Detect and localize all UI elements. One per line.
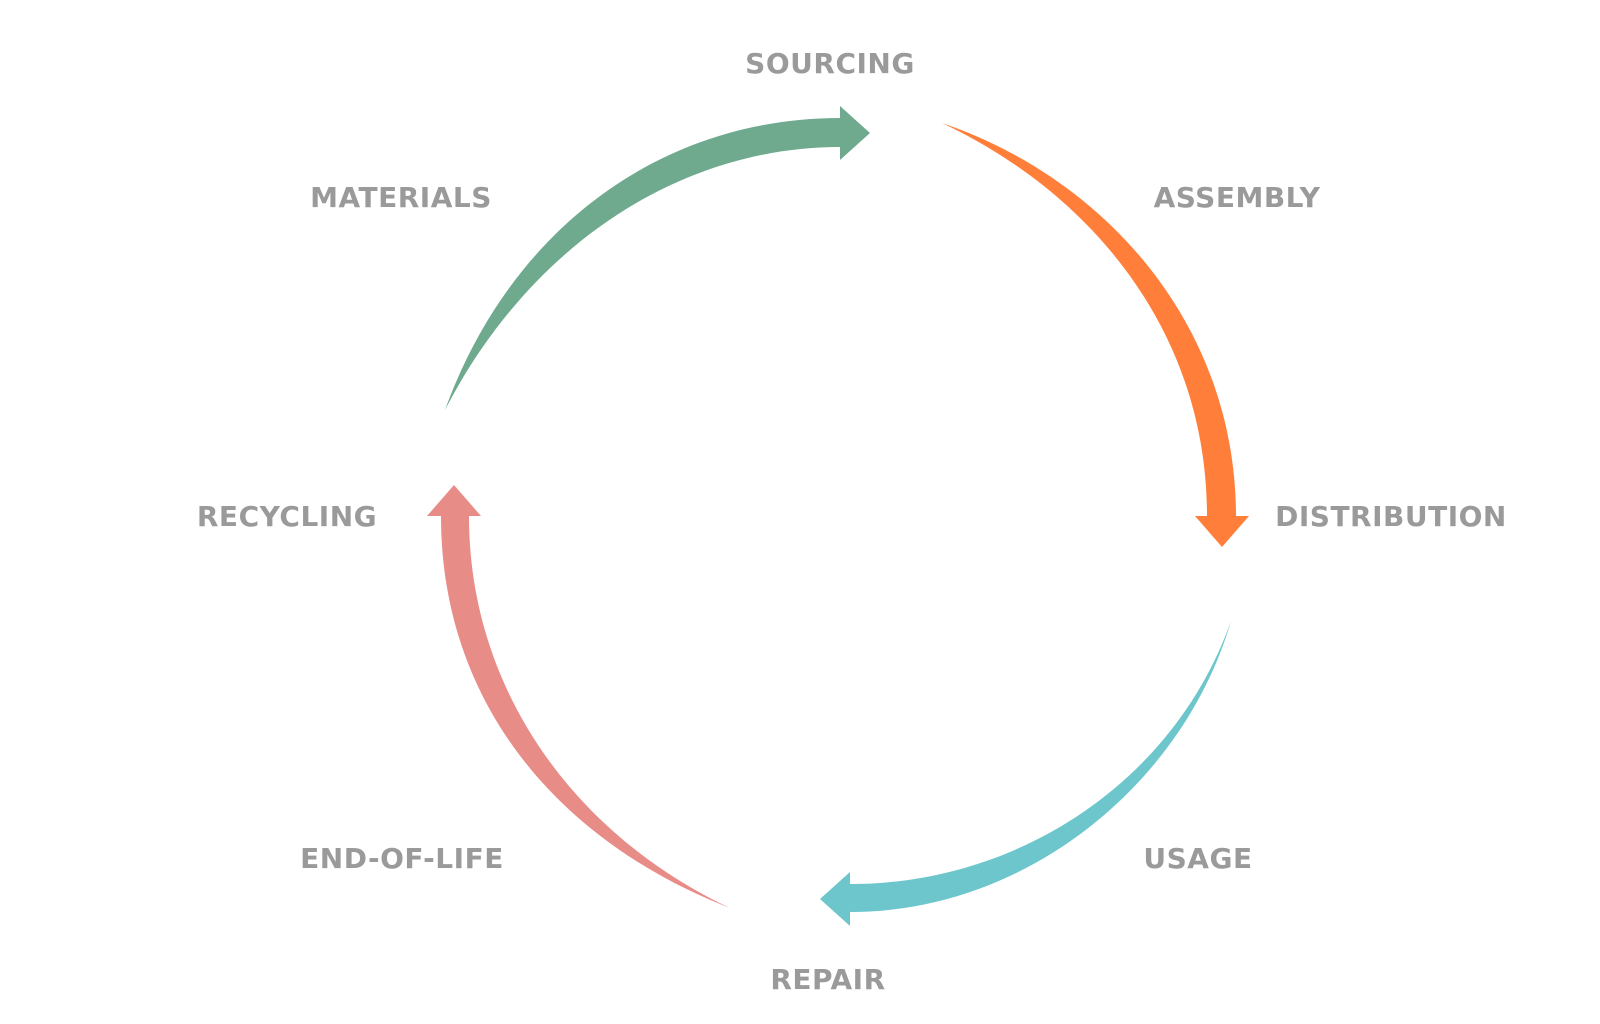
stage-label-distribution: DISTRIBUTION: [1275, 500, 1507, 533]
stage-label-assembly: ASSEMBLY: [1154, 181, 1321, 214]
stage-label-usage: USAGE: [1143, 842, 1252, 875]
stage-label-repair: REPAIR: [770, 963, 885, 996]
stage-label-end-of-life: END-OF-LIFE: [300, 842, 504, 875]
stage-label-materials: MATERIALS: [310, 181, 492, 214]
stage-label-sourcing: SOURCING: [745, 47, 915, 80]
distribution-arrow: [942, 123, 1249, 547]
stage-label-recycling: RECYCLING: [197, 500, 377, 533]
recycling-arrow: [427, 485, 730, 908]
repair-arrow: [820, 621, 1231, 926]
sourcing-arrow: [445, 106, 870, 410]
